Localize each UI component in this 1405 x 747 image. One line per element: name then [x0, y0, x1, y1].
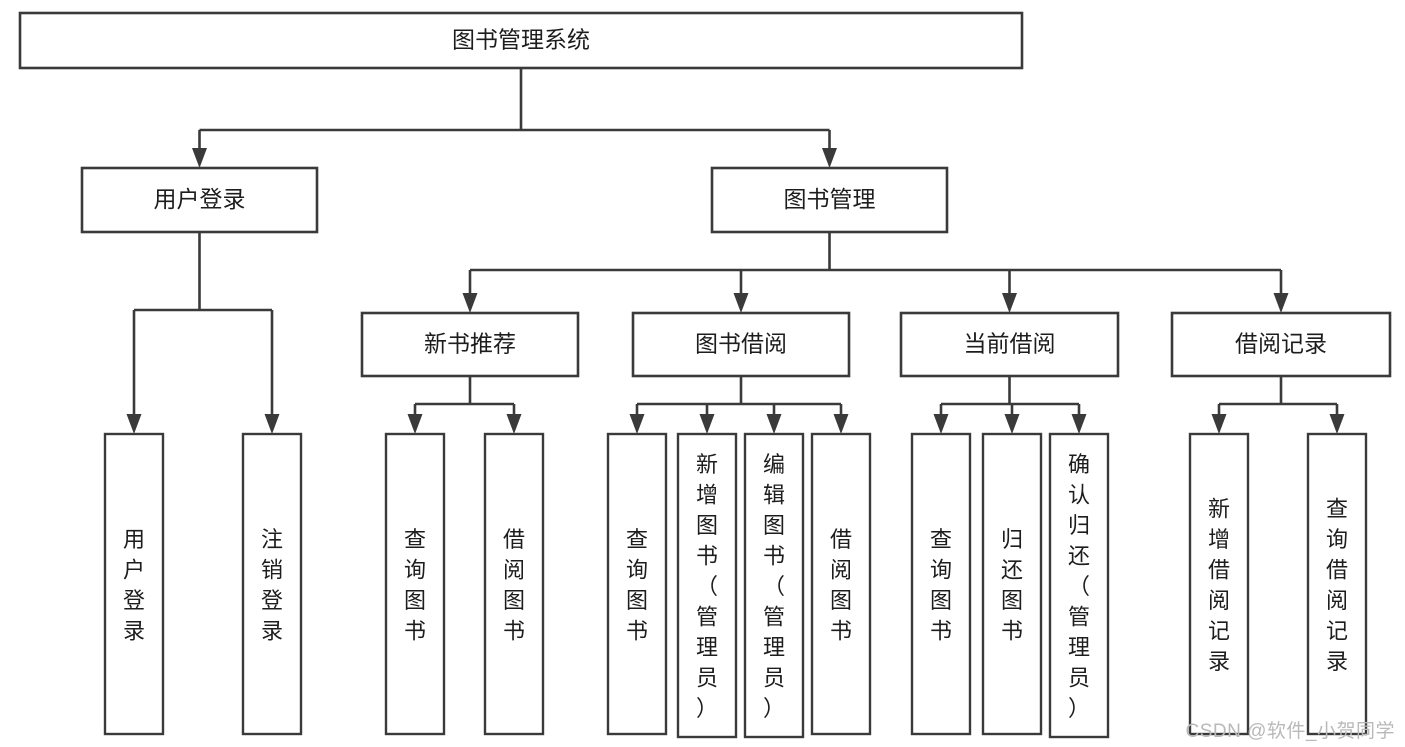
csdn-watermark: CSDN @软件_小贺同学 — [1185, 721, 1395, 742]
node-box-leaf-rec-search[interactable] — [1306, 432, 1368, 736]
connector-arrow-icon — [629, 414, 645, 434]
node-layer: 图书管理系统用户登录图书管理新书推荐图书借阅当前借阅借阅记录用户登录注销登录查询… — [18, 11, 1392, 739]
node-borrow[interactable]: 图书借阅 — [631, 311, 851, 378]
node-leaf-cur-search[interactable]: 查询图书 — [910, 432, 972, 736]
node-leaf-user-login[interactable]: 用户登录 — [103, 432, 165, 736]
node-label-leaf-rec-search: 查询借阅记录 — [1326, 496, 1348, 674]
node-box-leaf-cur-confirm[interactable] — [1048, 432, 1110, 739]
node-box-leaf-borrow-add[interactable] — [676, 432, 738, 739]
node-label-borrow: 图书借阅 — [695, 331, 787, 357]
node-label-current: 当前借阅 — [964, 331, 1056, 357]
node-box-leaf-new-search[interactable] — [384, 432, 446, 736]
node-leaf-borrow-add[interactable]: 新增图书（管理员） — [676, 432, 738, 739]
node-label-leaf-borrow-search: 查询图书 — [626, 527, 648, 644]
node-label-leaf-new-search: 查询图书 — [404, 527, 426, 644]
connector-group-login — [126, 232, 280, 434]
node-label-leaf-borrow-edit: 编辑图书（管理员） — [763, 452, 785, 721]
node-label-login: 用户登录 — [154, 186, 246, 212]
node-label-leaf-cur-search: 查询图书 — [930, 527, 952, 644]
node-label-leaf-user-login: 用户登录 — [123, 527, 145, 644]
node-label-bookmgmt: 图书管理 — [784, 186, 876, 212]
node-box-leaf-borrow-lend[interactable] — [810, 432, 872, 736]
node-box-leaf-rec-add[interactable] — [1188, 432, 1250, 736]
node-leaf-borrow-edit[interactable]: 编辑图书（管理员） — [743, 432, 805, 739]
node-label-leaf-cur-confirm: 确认归还（管理员） — [1068, 452, 1090, 721]
connector-arrow-icon — [822, 148, 837, 168]
connector-group-current — [933, 376, 1087, 434]
node-leaf-new-borrow[interactable]: 借阅图书 — [483, 432, 545, 736]
connector-arrow-icon — [1071, 414, 1087, 434]
connector-arrow-icon — [699, 414, 715, 434]
connector-arrow-icon — [733, 293, 749, 313]
node-label-leaf-borrow-lend: 借阅图书 — [830, 527, 852, 644]
connector-arrow-icon — [506, 414, 522, 434]
connector-arrow-icon — [766, 414, 782, 434]
connector-arrow-icon — [462, 293, 478, 313]
node-box-leaf-borrow-search[interactable] — [606, 432, 668, 736]
connector-group-newbook — [407, 376, 522, 434]
connector-layer — [126, 68, 1345, 434]
connector-arrow-icon — [264, 414, 280, 434]
connector-arrow-icon — [833, 414, 849, 434]
node-label-leaf-rec-add: 新增借阅记录 — [1208, 496, 1230, 674]
connector-arrow-icon — [933, 414, 949, 434]
node-leaf-borrow-lend[interactable]: 借阅图书 — [810, 432, 872, 736]
node-box-leaf-user-logout[interactable] — [241, 432, 303, 736]
connector-arrow-icon — [1004, 414, 1020, 434]
node-leaf-borrow-search[interactable]: 查询图书 — [606, 432, 668, 736]
node-login[interactable]: 用户登录 — [80, 166, 319, 234]
node-box-borrow[interactable] — [631, 311, 851, 378]
node-box-current[interactable] — [899, 311, 1120, 378]
node-leaf-cur-confirm[interactable]: 确认归还（管理员） — [1048, 432, 1110, 739]
node-label-records: 借阅记录 — [1235, 331, 1327, 357]
node-records[interactable]: 借阅记录 — [1170, 311, 1392, 378]
node-leaf-rec-add[interactable]: 新增借阅记录 — [1188, 432, 1250, 736]
node-leaf-user-logout[interactable]: 注销登录 — [241, 432, 303, 736]
connector-arrow-icon — [1211, 414, 1227, 434]
node-box-leaf-user-login[interactable] — [103, 432, 165, 736]
node-label-leaf-cur-return: 归还图书 — [1001, 527, 1023, 644]
connector-arrow-icon — [407, 414, 423, 434]
node-box-leaf-cur-return[interactable] — [981, 432, 1043, 736]
connector-arrow-icon — [126, 414, 142, 434]
connector-group-bookmgmt — [462, 232, 1289, 313]
node-root[interactable]: 图书管理系统 — [18, 11, 1024, 70]
node-bookmgmt[interactable]: 图书管理 — [710, 166, 949, 234]
node-label-leaf-user-logout: 注销登录 — [261, 527, 283, 644]
connector-arrow-icon — [192, 148, 207, 168]
node-box-root[interactable] — [18, 11, 1024, 70]
node-current[interactable]: 当前借阅 — [899, 311, 1120, 378]
node-newbook[interactable]: 新书推荐 — [360, 311, 580, 378]
node-box-leaf-cur-search[interactable] — [910, 432, 972, 736]
connector-arrow-icon — [1002, 293, 1017, 313]
node-leaf-new-search[interactable]: 查询图书 — [384, 432, 446, 736]
node-leaf-cur-return[interactable]: 归还图书 — [981, 432, 1043, 736]
connector-arrow-icon — [1329, 414, 1345, 434]
node-label-leaf-borrow-add: 新增图书（管理员） — [696, 452, 718, 721]
connector-group-root — [192, 68, 837, 168]
node-leaf-rec-search[interactable]: 查询借阅记录 — [1306, 432, 1368, 736]
node-label-root: 图书管理系统 — [452, 27, 590, 53]
node-box-newbook[interactable] — [360, 311, 580, 378]
node-box-leaf-borrow-edit[interactable] — [743, 432, 805, 739]
connector-group-records — [1211, 376, 1345, 434]
node-box-login[interactable] — [80, 166, 319, 234]
connector-arrow-icon — [1273, 293, 1289, 313]
node-label-newbook: 新书推荐 — [424, 331, 516, 357]
node-box-bookmgmt[interactable] — [710, 166, 949, 234]
node-box-leaf-new-borrow[interactable] — [483, 432, 545, 736]
node-label-leaf-new-borrow: 借阅图书 — [503, 527, 525, 644]
connector-group-borrow — [629, 376, 849, 434]
node-box-records[interactable] — [1170, 311, 1392, 378]
